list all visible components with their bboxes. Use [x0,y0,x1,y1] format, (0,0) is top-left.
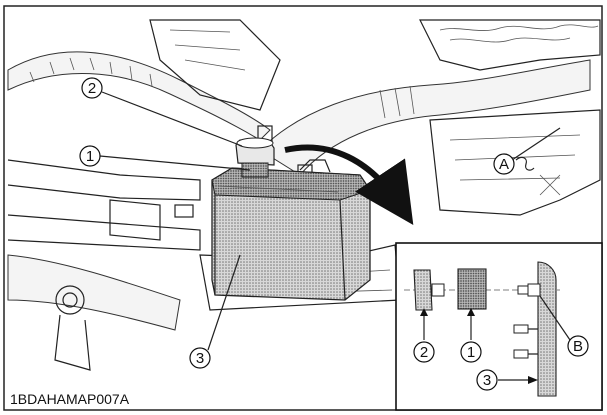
figure-border [3,5,603,411]
removal-arrow [284,144,414,225]
callout-2-label: 2 [88,80,96,97]
callout-2: 2 [81,77,103,99]
callout-a: A [493,153,535,175]
callout-leaders [99,91,561,351]
inset-callout-2: 2 [413,341,435,363]
inset-callout-3: 3 [476,369,498,391]
inset-callout-2-label: 2 [420,344,428,361]
inset-callout-b: B [567,335,589,357]
inset-callout-1-label: 1 [467,344,475,361]
callout-a-label: A [499,156,509,173]
inset-callout-b-label: B [573,338,583,355]
callout-3-label: 3 [196,350,204,367]
inset-detail [395,242,603,411]
callout-3: 3 [189,347,211,369]
inset-callout-1: 1 [460,341,482,363]
figure-code: 1BDAHAMAP007A [10,391,130,407]
engine-background [7,19,601,371]
callout-1-label: 1 [86,148,94,165]
callout-1: 1 [79,145,101,167]
reservoir-tank [211,137,371,301]
inset-callout-3-label: 3 [483,372,491,389]
